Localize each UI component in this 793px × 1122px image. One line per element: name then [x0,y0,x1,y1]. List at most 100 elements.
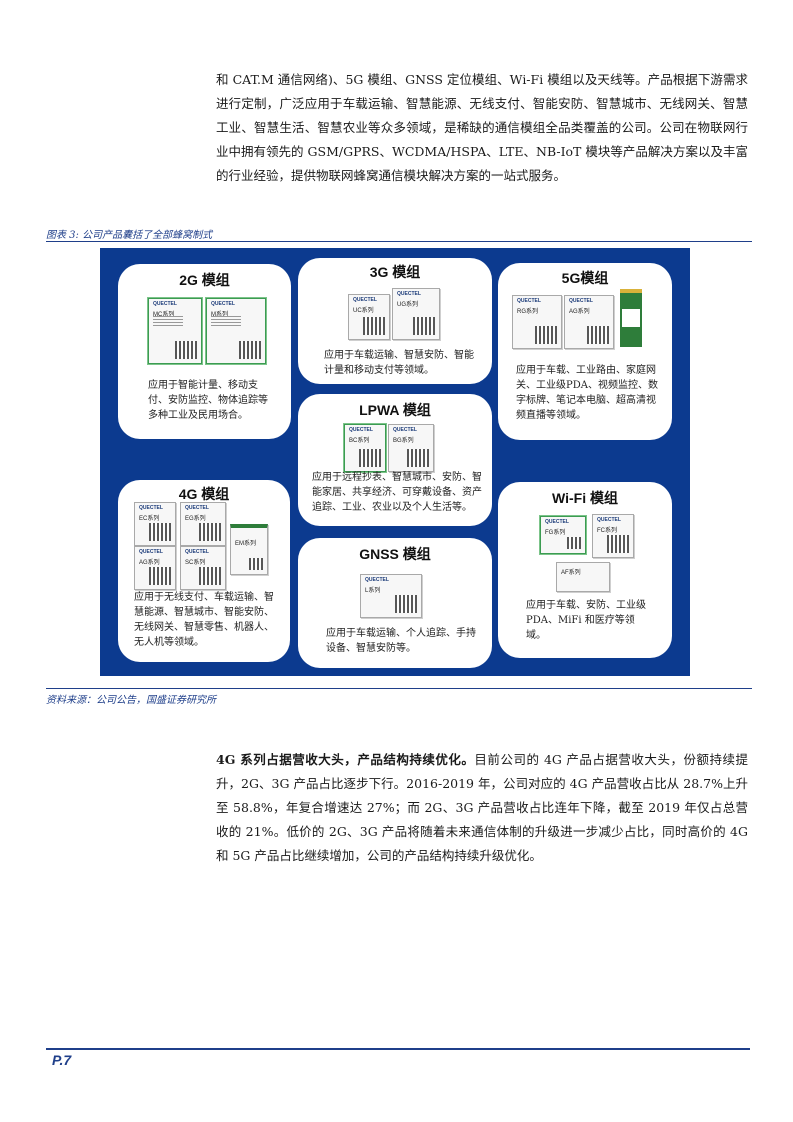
chip-brand: QUECTEL [365,577,389,583]
chip-text-lines [153,316,183,326]
chip-series: MC系列 [153,312,175,318]
chip-brand: QUECTEL [353,297,377,303]
card-wifi-title: Wi-Fi 模组 [552,490,618,506]
card-lpwa: LPWA 模组 QUECTEL BC系列 QUECTEL BG系列 应用于远程抄… [298,394,492,526]
card-5g-description: 应用于车载、工业路由、家庭网关、工业级PDA、视频监控、数字标牌、笔记本电脑、超… [516,365,658,421]
qr-code-icon [249,558,263,570]
card-gnss-description: 应用于车载运输、个人追踪、手持设备、智慧安防等。 [326,628,476,654]
qr-code-icon [607,535,629,553]
chip-series: M系列 [211,312,228,318]
chip-series: FC系列 [597,528,617,534]
module-chip: QUECTEL FC系列 [592,514,634,558]
module-chip: QUECTEL EG系列 [180,502,226,546]
card-3g-title: 3G 模组 [369,264,421,280]
qr-code-icon [567,537,581,549]
module-chip: QUECTEL L系列 [360,574,422,618]
qr-code-icon [413,317,435,335]
qr-code-icon [239,341,261,359]
card-lpwa-description: 应用于远程抄表、智慧城市、安防、智能家居、共享经济、可穿戴设备、资产追踪、工业、… [312,472,482,513]
module-chip: QUECTEL SC系列 [180,546,226,590]
card-3g: 3G 模组 QUECTEL UC系列 QUECTEL UG系列 应用于车载运输、… [298,258,492,384]
card-2g: 2G 模组 QUECTEL MC系列 QUECTEL M系列 应用于智能计量、移… [118,264,291,439]
chip-series: BG系列 [393,438,414,444]
chip-brand: QUECTEL [139,549,163,555]
chip-series: AG系列 [139,560,160,566]
chip-brand: QUECTEL [569,298,593,304]
product-figure: 2G 模组 QUECTEL MC系列 QUECTEL M系列 应用于智能计量、移… [100,248,690,676]
chip-series: AG系列 [569,309,590,315]
module-chip: QUECTEL MC系列 [148,298,202,364]
module-chip: QUECTEL UC系列 [348,294,390,340]
card-2g-description: 应用于智能计量、移动支付、安防监控、物体追踪等多种工业及民用场合。 [148,380,268,421]
analysis-paragraph: 4G 系列占据营收大头，产品结构持续优化。目前公司的 4G 产品占据营收大头，份… [216,748,748,868]
card-3g-description: 应用于车载运输、智慧安防、智能计量和移动支付等领域。 [324,350,474,376]
chip-series: FG系列 [545,530,566,536]
module-chip: QUECTEL BC系列 [344,424,386,472]
module-chip: EM系列 [230,524,268,575]
chip-brand: QUECTEL [397,291,421,297]
caption-rule [46,241,752,242]
module-chip: QUECTEL EC系列 [134,502,176,546]
chip-series: BC系列 [349,438,370,444]
intro-paragraph: 和 CAT.M 通信网络)、5G 模组、GNSS 定位模组、Wi-Fi 模组以及… [216,72,748,183]
chip-series: EG系列 [185,516,206,522]
module-chip: AF系列 [556,562,610,592]
chip-series: EC系列 [139,516,160,522]
qr-code-icon [363,317,385,335]
chip-brand: QUECTEL [185,505,209,511]
chip-brand: QUECTEL [211,301,235,307]
qr-code-icon [395,595,417,613]
qr-code-icon [149,523,171,541]
chip-brand: QUECTEL [153,301,177,307]
card-5g: 5G模组 QUECTEL RG系列 QUECTEL AG系列 应用于车载、工业路… [498,263,672,440]
chip-brand: QUECTEL [185,549,209,555]
chip-series: EM系列 [235,541,257,547]
qr-code-icon [175,341,197,359]
chip-series: UG系列 [397,302,419,308]
card-gnss-title: GNSS 模组 [359,546,431,562]
module-chip: QUECTEL M系列 [206,298,266,364]
analysis-body: 目前公司的 4G 产品占据营收大头，份额持续提升，2G、3G 产品占比逐步下行。… [216,752,749,863]
chip-text-lines [211,316,241,326]
chip-brand: QUECTEL [393,427,417,433]
module-chip: QUECTEL FG系列 [540,516,586,554]
chip-series: AF系列 [561,570,581,576]
card-wifi: Wi-Fi 模组 QUECTEL FG系列 QUECTEL FC系列 AF系列 … [498,482,672,658]
card-4g-title: 4G 模组 [178,486,230,502]
qr-code-icon [149,567,171,585]
module-chip: QUECTEL UG系列 [392,288,440,340]
qr-code-icon [587,326,609,344]
page-number: P.7 [52,1052,72,1068]
footer-rule [46,1048,750,1050]
chip-brand: QUECTEL [349,427,373,433]
card-2g-title: 2G 模组 [179,272,230,288]
chip-brand: QUECTEL [597,517,621,523]
module-chip: QUECTEL BG系列 [388,424,434,472]
qr-code-icon [199,523,221,541]
card-gnss: GNSS 模组 QUECTEL L系列 应用于车载运输、个人追踪、手持设备、智慧… [298,538,492,668]
chip-series: SC系列 [185,560,206,566]
qr-code-icon [359,449,381,467]
source-rule [46,688,752,689]
chip-brand: QUECTEL [517,298,541,304]
m2-module-icon [620,289,642,347]
card-4g: 4G 模组 QUECTEL EC系列 QUECTEL EG系列 QUECTEL … [118,480,290,662]
card-5g-title: 5G模组 [561,270,609,286]
chip-series: RG系列 [517,309,539,315]
card-4g-description: 应用于无线支付、车载运输、智慧能源、智慧城市、智能安防、无线网关、智慧零售、机器… [134,592,274,648]
chip-series: UC系列 [353,308,374,314]
qr-code-icon [407,449,429,467]
module-chip: QUECTEL AG系列 [134,546,176,590]
source-note: 资料来源：公司公告，国盛证券研究所 [46,695,216,706]
chip-brand: QUECTEL [139,505,163,511]
module-chip: QUECTEL AG系列 [564,295,614,349]
analysis-lead: 4G 系列占据营收大头，产品结构持续优化。 [216,752,475,767]
chip-series: L系列 [365,588,381,594]
qr-code-icon [199,567,221,585]
card-wifi-description: 应用于车载、安防、工业级 PDA、MiFi 和医疗等领域。 [526,600,646,641]
module-chip: QUECTEL RG系列 [512,295,562,349]
chip-brand: QUECTEL [545,519,569,525]
qr-code-icon [535,326,557,344]
figure-caption: 图表 3: 公司产品囊括了全部蜂窝制式 [46,230,213,241]
card-lpwa-title: LPWA 模组 [359,402,431,418]
